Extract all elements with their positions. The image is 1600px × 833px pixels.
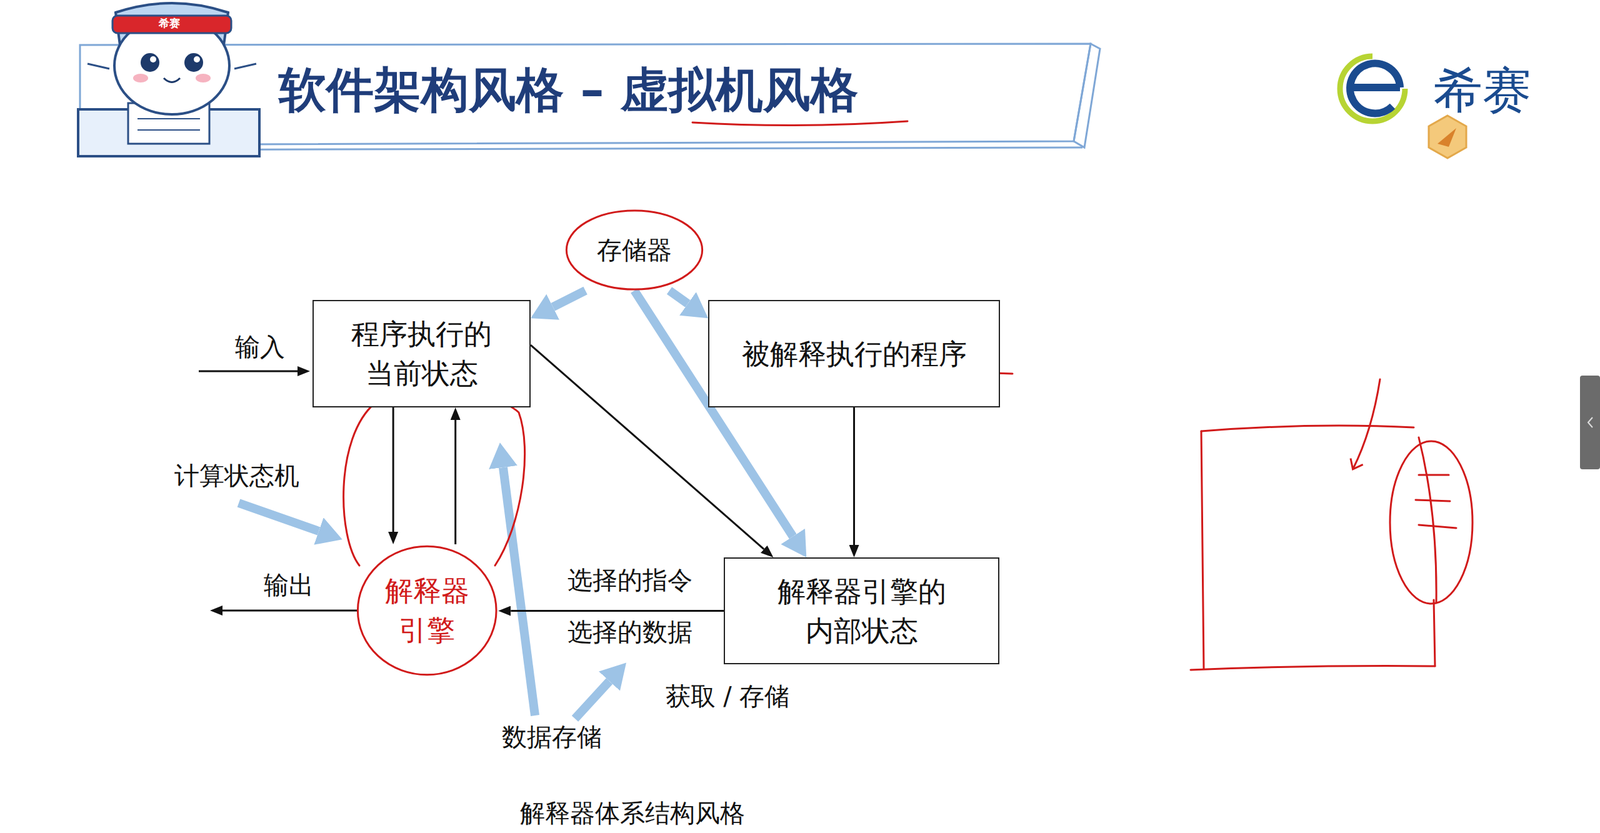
mascot xyxy=(78,3,260,157)
callout-label: 数据存储 xyxy=(501,721,602,752)
engine-circle: 解释器引擎 xyxy=(355,544,499,677)
caption: 解释器体系结构风格 xyxy=(520,798,745,829)
io-label: 输出 xyxy=(263,570,314,600)
node-text: 解释器引擎 xyxy=(380,571,474,650)
process-box: 解释器引擎的内部状态 xyxy=(723,557,1000,665)
storage-node: 存储器 xyxy=(564,209,705,291)
callout-label: 计算状态机 xyxy=(174,460,300,491)
flow-label: 获取 / 存储 xyxy=(665,681,790,712)
circle-outline xyxy=(355,544,499,677)
process-box: 程序执行的当前状态 xyxy=(312,300,531,408)
output-arrow xyxy=(222,610,359,612)
node-text: 解释器引擎的内部状态 xyxy=(773,571,951,651)
flow-arrow xyxy=(392,407,395,532)
flow-arrow xyxy=(510,610,724,612)
logo-text: 希赛 xyxy=(1433,61,1532,120)
side-tab xyxy=(1580,375,1600,470)
memory-arrow xyxy=(553,290,586,307)
flow-arrow xyxy=(454,420,457,545)
flow-label: 选择的数据 xyxy=(567,616,693,647)
input-arrow xyxy=(198,370,298,373)
memory-arrow xyxy=(669,290,688,304)
hand-sketch xyxy=(1190,379,1473,670)
process-box: 被解释执行的程序 xyxy=(708,300,1000,408)
node-text: 存储器 xyxy=(596,232,672,268)
pointer-arrow xyxy=(575,681,610,719)
logo-text: 希赛 xyxy=(158,16,180,30)
node-text: 被解释执行的程序 xyxy=(741,334,967,374)
page-title: 软件架构风格 – 虚拟机风格 xyxy=(278,61,859,119)
flow-arrow xyxy=(853,407,855,545)
io-label: 输入 xyxy=(235,331,285,362)
pointer-arrow xyxy=(238,503,319,532)
node-text: 程序执行的当前状态 xyxy=(346,314,497,394)
side-tab-chevron xyxy=(1588,417,1593,428)
flow-label: 选择的指令 xyxy=(567,565,693,595)
